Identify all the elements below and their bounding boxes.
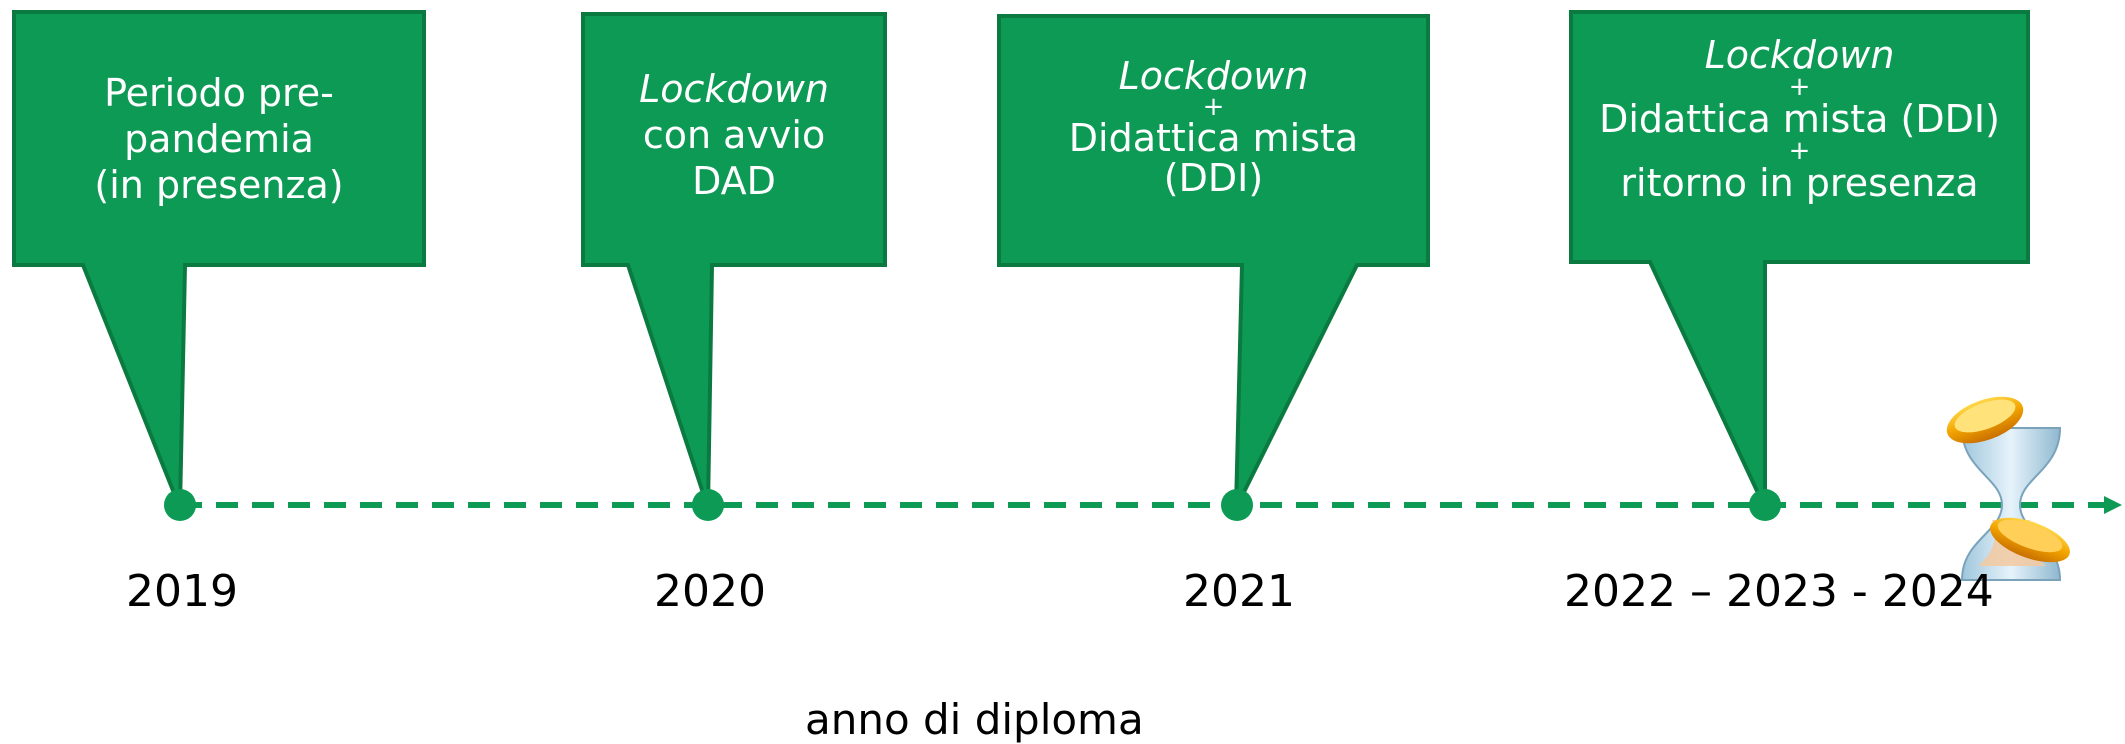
callout-line: con avvio [642,113,826,157]
callout-2019 [12,10,426,509]
timeline-dot-2021 [1221,489,1253,521]
year-label-2022-2024: 2022 – 2023 - 2024 [1564,566,1994,617]
callout-line: Didattica mista [1068,116,1359,160]
callout-line: ritorno in presenza [1620,161,1979,205]
timeline-dot-2019 [164,489,196,521]
year-label-2019: 2019 [126,566,238,617]
callout-2022-2024 [1569,10,2030,509]
hourglass-icon [1946,396,2070,581]
callout-text-2019: Periodo pre- pandemia (in presenza) [14,70,424,208]
callout-text-2021: Lockdown + Didattica mista (DDI) [999,56,1428,198]
timeline-dot-2020 [692,489,724,521]
callout-line: Didattica mista (DDI) [1599,97,2000,141]
callout-line: Lockdown [1704,33,1895,77]
timeline-dot-2022-2024 [1749,489,1781,521]
callout-2020 [581,12,887,509]
timeline-arrowhead [2104,496,2122,514]
callout-text-2020: Lockdown con avvio DAD [583,66,885,204]
callout-line: Periodo pre- [104,71,334,115]
callout-line: pandemia [124,117,314,161]
callout-line: DAD [692,159,776,203]
callout-line: Lockdown [639,67,829,111]
callout-plus: + [1202,92,1225,122]
callout-line: (in presenza) [94,163,344,207]
callout-text-2022-2024: Lockdown + Didattica mista (DDI) + ritor… [1571,34,2028,204]
axis-title: anno di diploma [805,695,1144,744]
callout-2021 [997,14,1430,509]
year-label-2021: 2021 [1183,566,1295,617]
callout-plus: + [1788,136,1811,166]
callout-line: Lockdown [1118,54,1309,98]
callout-plus: + [1788,72,1811,102]
callout-line: (DDI) [1163,156,1264,200]
year-label-2020: 2020 [654,566,766,617]
